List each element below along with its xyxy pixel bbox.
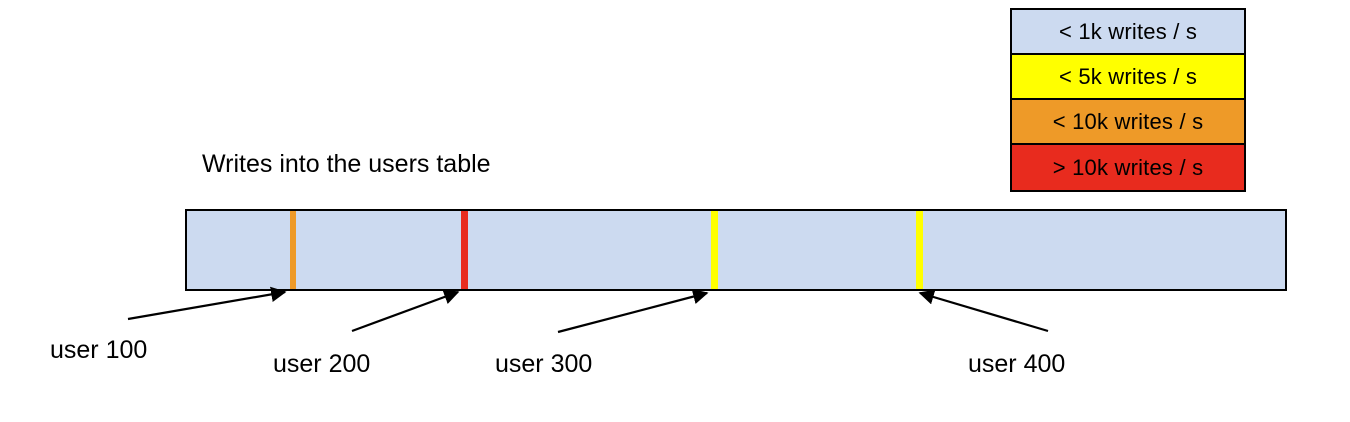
arrow-user-300 <box>557 289 709 334</box>
stripe-user-100 <box>290 211 296 289</box>
arrow-user-100 <box>127 286 287 321</box>
legend-entry-label: < 5k writes / s <box>1058 63 1198 89</box>
stripe-user-200 <box>461 211 468 289</box>
legend-entry-gt-10k: > 10k writes / s <box>1012 145 1244 190</box>
label-user-400: user 400 <box>968 350 1066 378</box>
arrow-user-200 <box>351 289 460 333</box>
users-table-bar <box>185 209 1287 291</box>
legend-entry-lt-5k: < 5k writes / s <box>1012 55 1244 100</box>
legend-entry-label: < 1k writes / s <box>1058 18 1198 44</box>
legend-entry-label: > 10k writes / s <box>1052 154 1204 180</box>
label-user-200: user 200 <box>273 350 371 378</box>
stripe-user-400 <box>916 211 923 289</box>
chart-title: Writes into the users table <box>202 150 491 178</box>
stripe-user-300 <box>711 211 718 289</box>
legend-entry-lt-10k: < 10k writes / s <box>1012 100 1244 145</box>
legend-entry-label: < 10k writes / s <box>1052 108 1204 134</box>
label-user-300: user 300 <box>495 350 593 378</box>
legend-entry-lt-1k: < 1k writes / s <box>1012 10 1244 55</box>
write-rate-legend: < 1k writes / s < 5k writes / s < 10k wr… <box>1010 8 1246 192</box>
arrow-user-400 <box>918 289 1049 333</box>
label-user-100: user 100 <box>50 336 148 364</box>
